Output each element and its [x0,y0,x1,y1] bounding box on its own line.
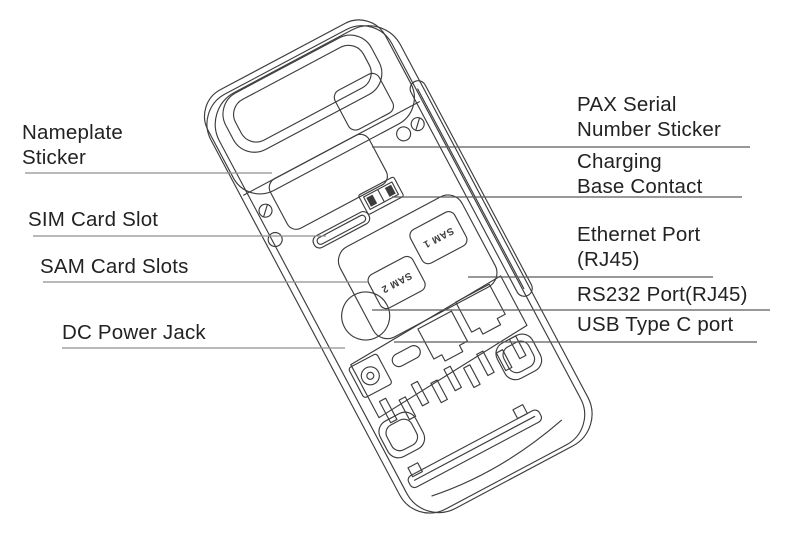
callout-rs232-port: RS232 Port(RJ45) [577,282,748,307]
device-side-face [214,25,593,514]
rs232-port-part [417,310,468,362]
sam2-marking: SAM 2 [379,269,413,294]
bottom-edge-line [431,419,563,497]
callout-line: Base Contact [577,175,703,198]
rubber-foot-right [495,333,543,381]
contact-pins [378,335,527,424]
device-body-outline [206,25,586,514]
callout-line: RS232 Port(RJ45) [577,283,748,306]
sam-compartment [337,194,498,340]
callout-line: DC Power Jack [62,321,206,344]
screw-right [410,117,425,132]
callout-line: Charging [577,150,662,173]
charging-contact [358,176,404,215]
printer-latch-outer [222,34,383,153]
callout-sim-card-slot: SIM Card Slot [28,207,158,232]
dc-power-jack-part [348,353,392,398]
callout-line: PAX Serial [577,93,677,116]
screw-hole-right [396,126,412,142]
connector-bay [350,275,528,419]
printer-cover [203,19,415,195]
callout-sam-card-slots: SAM Card Slots [40,254,189,279]
sim-slot [312,211,371,249]
sam-card-1 [409,211,468,265]
charging-ledge [409,80,533,297]
stand-bar [407,404,543,489]
nameplate-sticker-area [268,133,388,230]
rubber-foot-left [378,411,426,459]
callout-pax-serial-number-sticker: PAX Serial Number Sticker [577,92,721,142]
printer-latch-inner [233,44,372,143]
callout-usb-type-c-port: USB Type C port [577,312,733,337]
serial-number-sticker [333,72,395,131]
callout-line: SIM Card Slot [28,208,159,231]
callout-line: Sticker [22,146,87,169]
usb-c-port-part [391,345,421,368]
sam-card-2 [367,255,426,310]
callout-line: Ethernet Port [577,223,701,246]
callout-line: SAM Card Slots [40,255,189,278]
callout-ethernet-port: Ethernet Port (RJ45) [577,222,700,272]
callout-nameplate-sticker: Nameplate Sticker [22,120,123,170]
callout-line: (RJ45) [577,248,640,271]
leader-lines [25,146,770,349]
sam1-marking: SAM 1 [421,225,455,250]
charging-ledge-line [417,88,525,290]
callout-line: USB Type C port [577,313,734,336]
sam-finger-cutout [341,291,391,341]
callout-line: Nameplate [22,121,123,144]
callout-dc-power-jack: DC Power Jack [62,320,206,345]
callout-charging-base-contact: Charging Base Contact [577,149,702,199]
callout-line: Number Sticker [577,118,722,141]
ethernet-port-part [455,283,506,335]
screw-left [258,203,273,218]
